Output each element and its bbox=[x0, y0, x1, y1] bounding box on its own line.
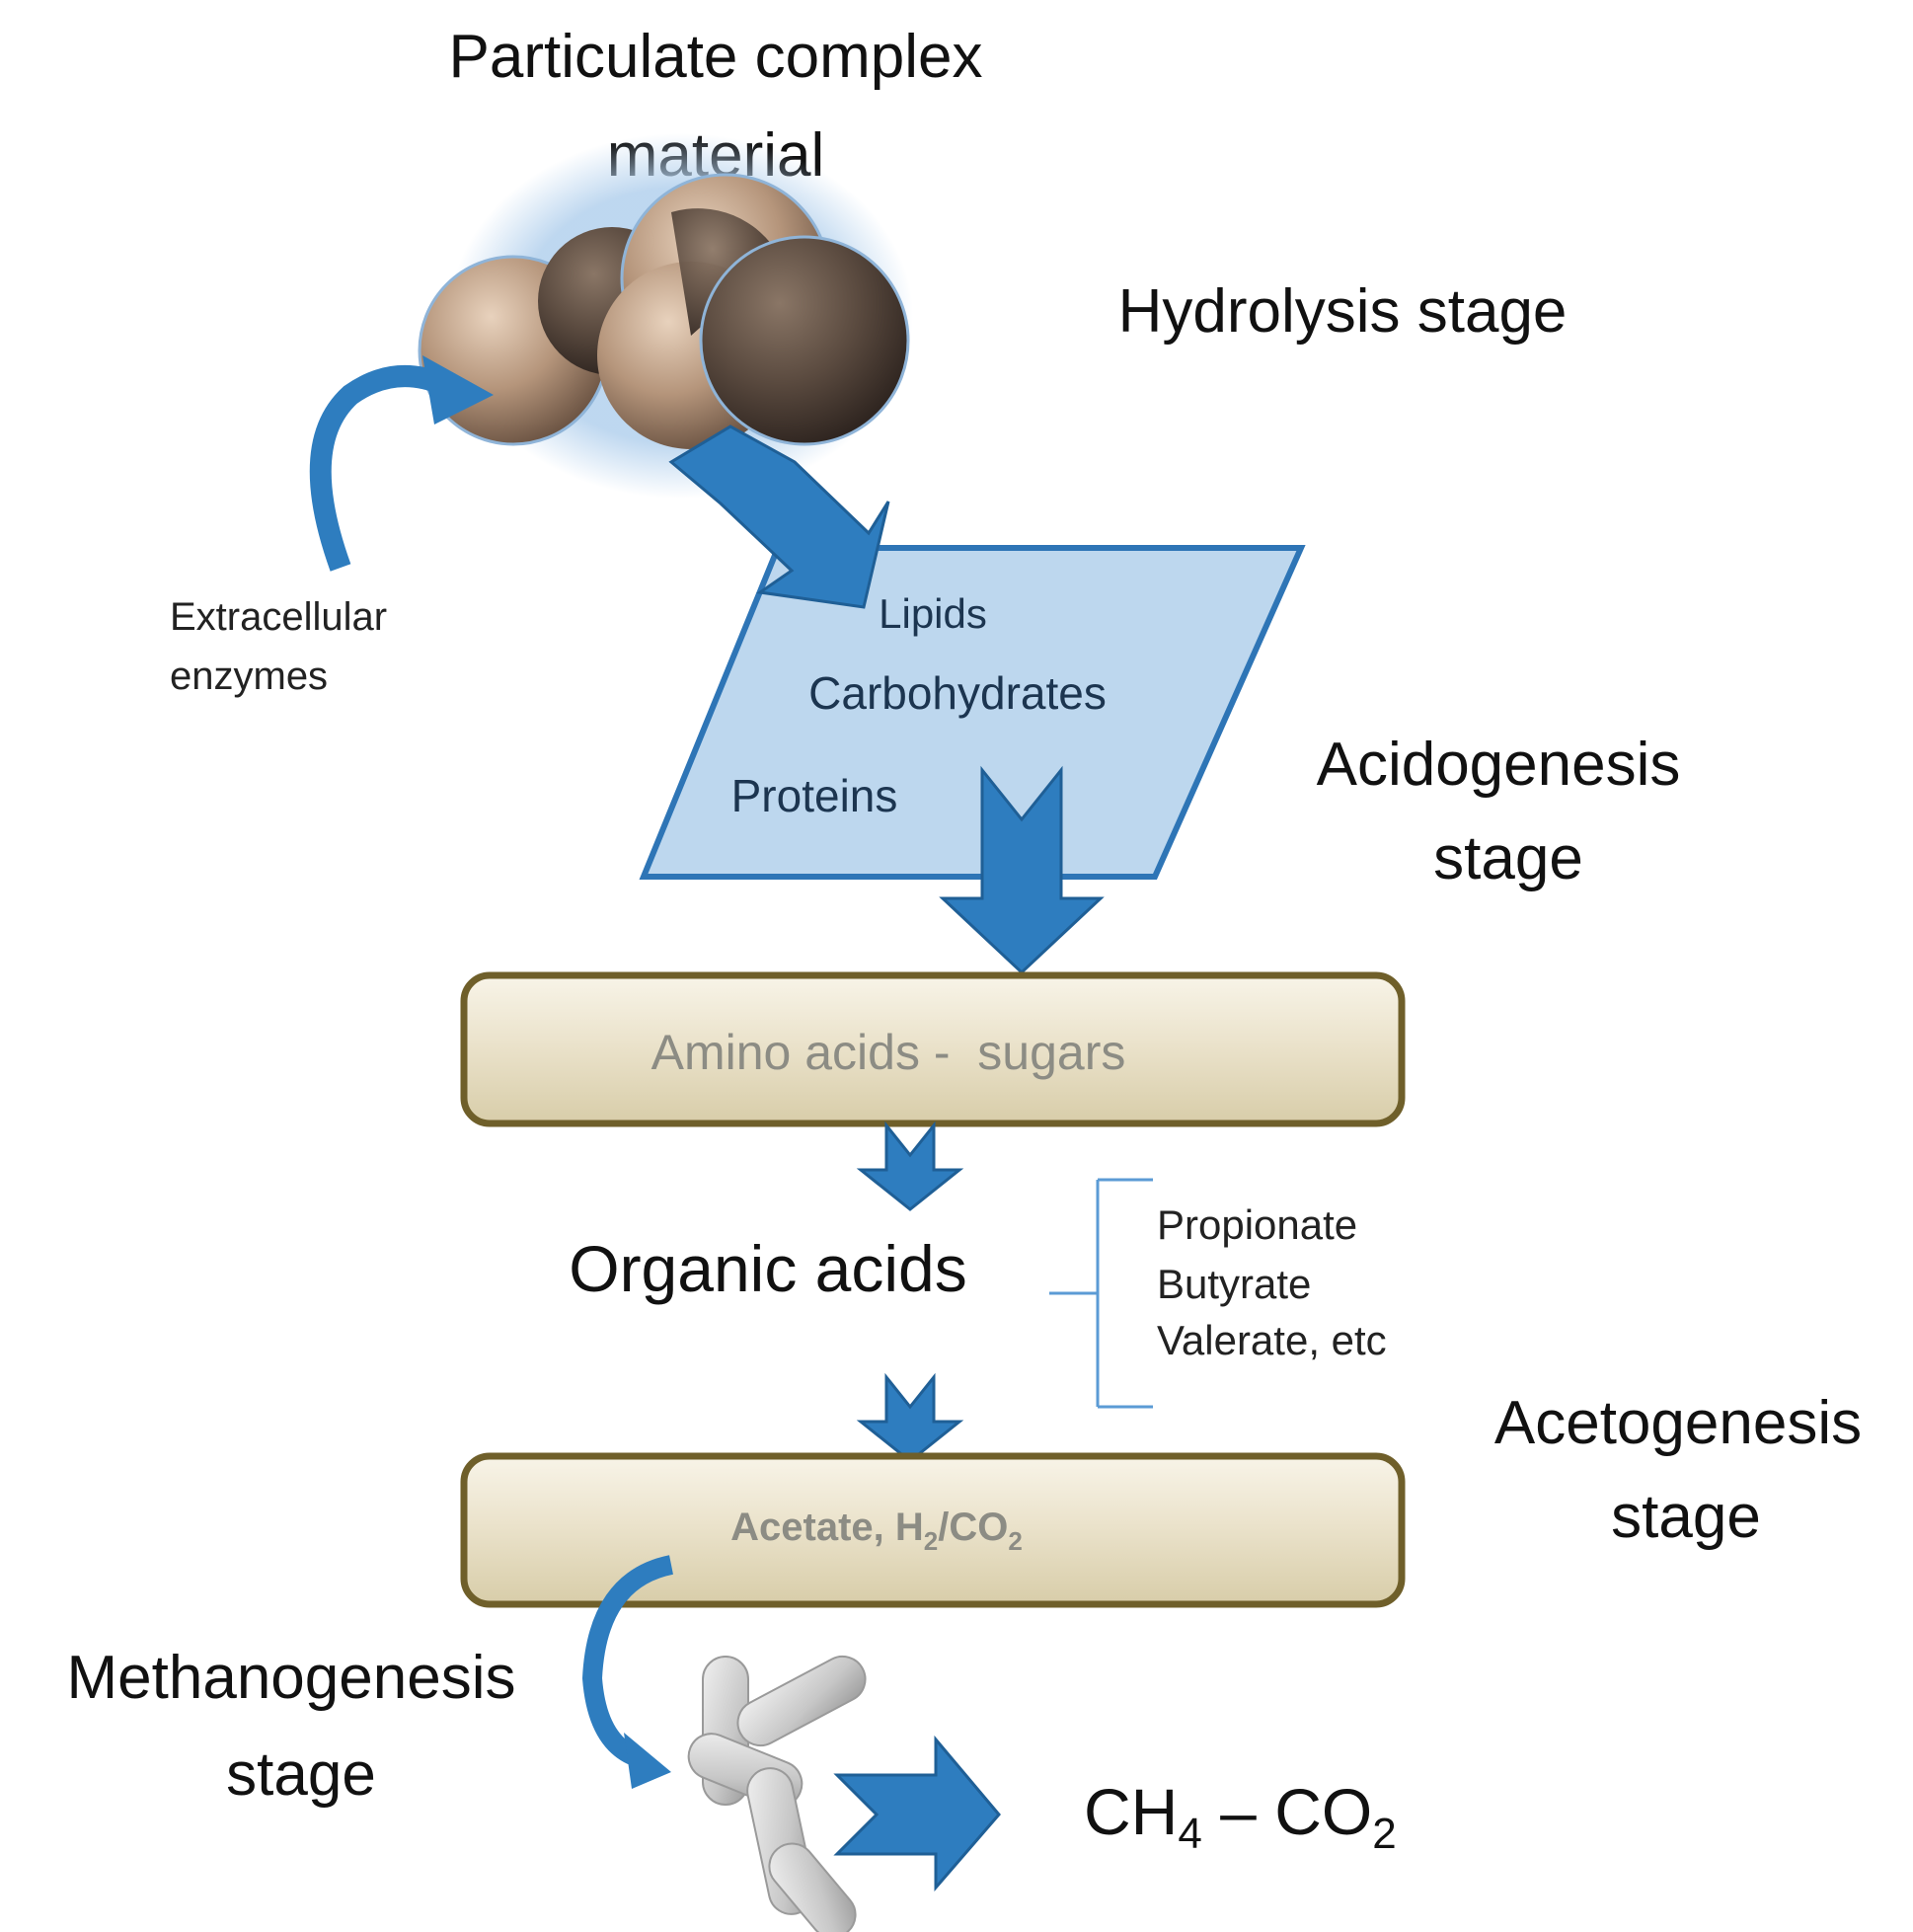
hydrolysis-arrow bbox=[668, 425, 890, 609]
organic-acid-item-2: Butyrate bbox=[1157, 1261, 1311, 1307]
stage-acetogenesis-line2: stage bbox=[1611, 1483, 1761, 1551]
enzymes-label-line1: Extracellular bbox=[170, 595, 387, 639]
acidogenesis-arrow bbox=[939, 765, 1105, 975]
arrow-to-organic-acids bbox=[856, 1121, 964, 1211]
products-label: CH4 – CO2 bbox=[1084, 1775, 1397, 1858]
monomers-box-label: Amino acids - sugars bbox=[651, 1025, 1126, 1080]
stage-methanogenesis-line1: Methanogenesis bbox=[67, 1644, 516, 1712]
methanogenesis-curved-arrow bbox=[581, 1555, 674, 1789]
polymer-lipids: Lipids bbox=[879, 590, 987, 637]
arrow-to-acetate bbox=[856, 1372, 964, 1463]
stage-acidogenesis-line1: Acidogenesis bbox=[1317, 731, 1681, 799]
methanogen-bacteria-image bbox=[687, 1655, 867, 1932]
organic-acids-bracket bbox=[1049, 1178, 1153, 1409]
acetate-box bbox=[460, 1452, 1406, 1608]
stage-acidogenesis-line2: stage bbox=[1433, 824, 1583, 892]
acetate-box-label: Acetate, H2/CO2 bbox=[730, 1506, 1023, 1556]
enzymes-label-line2: enzymes bbox=[170, 655, 328, 698]
stage-acetogenesis-line1: Acetogenesis bbox=[1494, 1389, 1862, 1457]
enzyme-curved-arrow bbox=[309, 355, 494, 572]
polymers-parallelogram bbox=[639, 545, 1306, 880]
stage-methanogenesis-line2: stage bbox=[226, 1740, 376, 1809]
polymer-proteins: Proteins bbox=[731, 770, 898, 821]
organic-acid-item-1: Propionate bbox=[1157, 1201, 1357, 1248]
stage-hydrolysis: Hydrolysis stage bbox=[1118, 277, 1568, 346]
organic-acid-item-3: Valerate, etc bbox=[1157, 1317, 1387, 1363]
organic-acids-label: Organic acids bbox=[569, 1232, 967, 1305]
polymer-carbohydrates: Carbohydrates bbox=[808, 667, 1107, 719]
monomers-box bbox=[460, 971, 1406, 1127]
title-line1: Particulate complex bbox=[448, 23, 982, 91]
arrow-to-products bbox=[833, 1735, 1001, 1893]
particulate-material-image bbox=[418, 133, 913, 499]
